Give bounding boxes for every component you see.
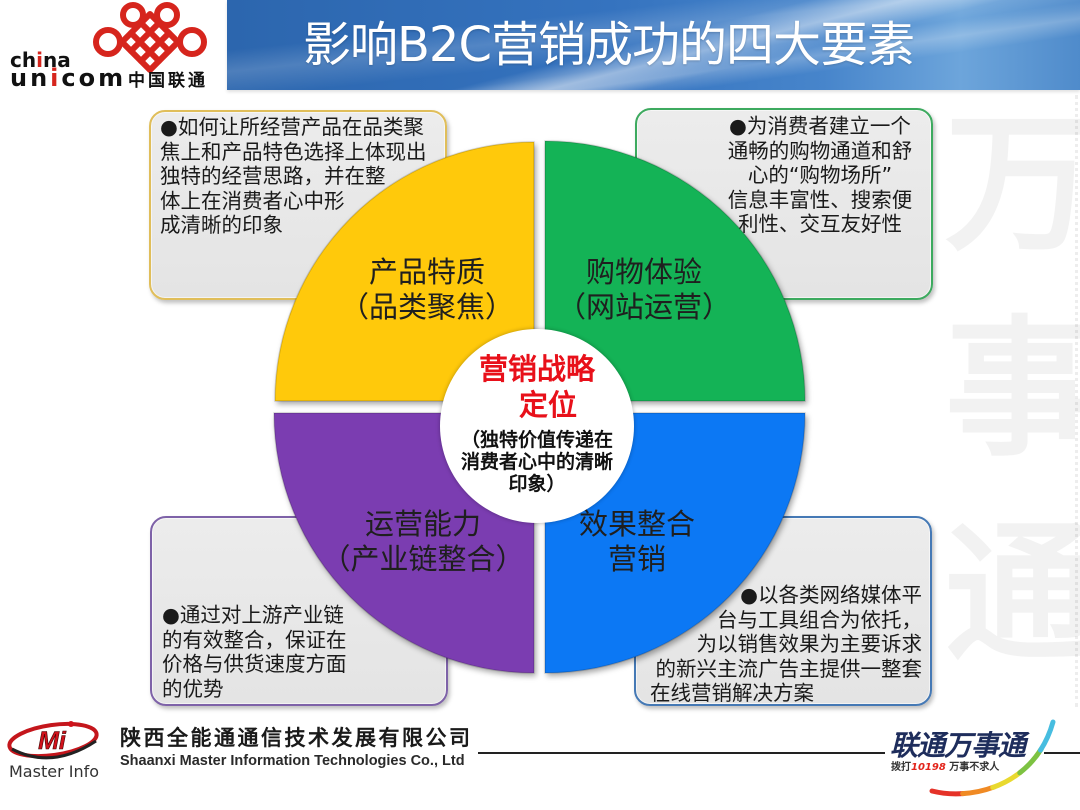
quadrant-subtitle: （产业链整合）	[321, 542, 525, 576]
page-title: 影响B2C营销成功的四大要素	[303, 17, 915, 73]
quadrant-shopping-experience	[544, 140, 806, 402]
quadrant-title: 效果整合	[578, 507, 695, 541]
dotted-divider	[1075, 95, 1078, 707]
center-title-line: 营销战略	[478, 352, 595, 386]
description-text: ●为消费者建立一个 通畅的购物通道和舒 心的“购物场所” 信息丰富性、搜索便 利…	[720, 114, 920, 237]
description-line: ●为消费者建立一个	[729, 114, 911, 138]
hotline-number: 10198	[911, 762, 946, 773]
description-line: 价格与供货速度方面	[162, 652, 347, 677]
description-line: 台与工具组合为依托，	[717, 607, 922, 632]
logo-wordmark-china: china	[10, 48, 71, 72]
description-line: 心的“购物场所”	[747, 163, 893, 188]
description-text: ●以各类网络媒体平 台与工具组合为依托， 为以销售效果为主要诉求 的新兴主流广告…	[650, 583, 922, 706]
footer-divider-line	[1044, 752, 1080, 754]
description-text: ●通过对上游产业链 的有效整合，保证在 价格与供货速度方面 的优势	[162, 603, 347, 701]
description-line: 利性、交互友好性	[738, 212, 902, 237]
chinese-knot-icon	[93, 2, 207, 73]
logo-chinese-name: 中国联通	[128, 71, 208, 91]
master-info-name: Master Info	[9, 762, 100, 781]
quadrant-label-product-quality: 产品特质 （品类聚焦）	[307, 255, 547, 325]
svg-text:Mi: Mi	[38, 727, 67, 755]
quadrant-subtitle: （网站运营）	[556, 290, 731, 324]
title-banner: 影响B2C营销成功的四大要素	[227, 0, 1080, 90]
company-name-chinese: 陕西全能通通信技术发展有限公司	[120, 726, 473, 750]
center-subtitle-line: 印象）	[508, 473, 566, 495]
quadrant-product-quality	[274, 141, 535, 402]
quadrant-label-operation-capability: 运营能力 （产业链整合）	[303, 507, 543, 577]
description-line: 的新兴主流广告主提供一整套	[655, 656, 923, 681]
description-line: 为以销售效果为主要诉求	[696, 632, 923, 657]
quadrant-title: 产品特质	[368, 255, 485, 289]
description-line: 的有效整合，保证在	[162, 627, 347, 652]
description-text: ●如何让所经营产品在品类聚 焦上和产品特色选择上体现出 独特的经营思路，并在整 …	[160, 115, 427, 238]
logo-wordmark-unicom: unicom	[10, 64, 127, 92]
description-line: 体上在消费者心中形	[160, 188, 345, 213]
quadrant-title: 购物体验	[585, 255, 702, 289]
center-circle	[440, 329, 634, 523]
quadrant-subtitle: 营销	[607, 542, 666, 576]
center-title: 营销战略 定位	[437, 351, 637, 423]
quadrant-label-integrated-marketing: 效果整合 营销	[517, 507, 757, 577]
watermark-text: 万事通	[945, 96, 1080, 682]
description-line: ●通过对上游产业链	[162, 603, 344, 627]
description-line: ●以各类网络媒体平	[740, 583, 922, 607]
description-line: 的优势	[162, 676, 224, 701]
description-line: 在线营销解决方案	[650, 681, 814, 706]
quadrant-subtitle: （品类聚焦）	[339, 290, 514, 324]
description-line: ●如何让所经营产品在品类聚	[160, 115, 424, 139]
service-logo-slogan: 拨打10198 万事不求人	[891, 762, 1000, 773]
description-line: 信息丰富性、搜索便	[727, 187, 913, 212]
description-line: 独特的经营思路，并在整	[160, 164, 386, 189]
quadrant-title: 运营能力	[364, 507, 481, 541]
description-line: 焦上和产品特色选择上体现出	[160, 139, 427, 164]
company-name-english: Shaanxi Master Information Technologies …	[120, 753, 465, 769]
center-subtitle-line: 消费者心中的清晰	[460, 451, 613, 473]
rainbow-swoosh-icon	[929, 719, 1056, 797]
master-info-logo-icon: Mi	[7, 721, 99, 760]
quadrant-label-shopping-experience: 购物体验 （网站运营）	[524, 255, 764, 325]
footer-divider-line	[478, 752, 885, 754]
description-line: 通畅的购物通道和舒	[727, 138, 913, 163]
service-logo-title: 联通万事通	[890, 729, 1026, 762]
center-subtitle: （独特价值传递在 消费者心中的清晰 印象）	[432, 429, 642, 495]
center-title-line: 定位	[518, 388, 577, 422]
center-subtitle-line: （独特价值传递在	[460, 429, 613, 451]
description-line: 成清晰的印象	[160, 213, 283, 238]
